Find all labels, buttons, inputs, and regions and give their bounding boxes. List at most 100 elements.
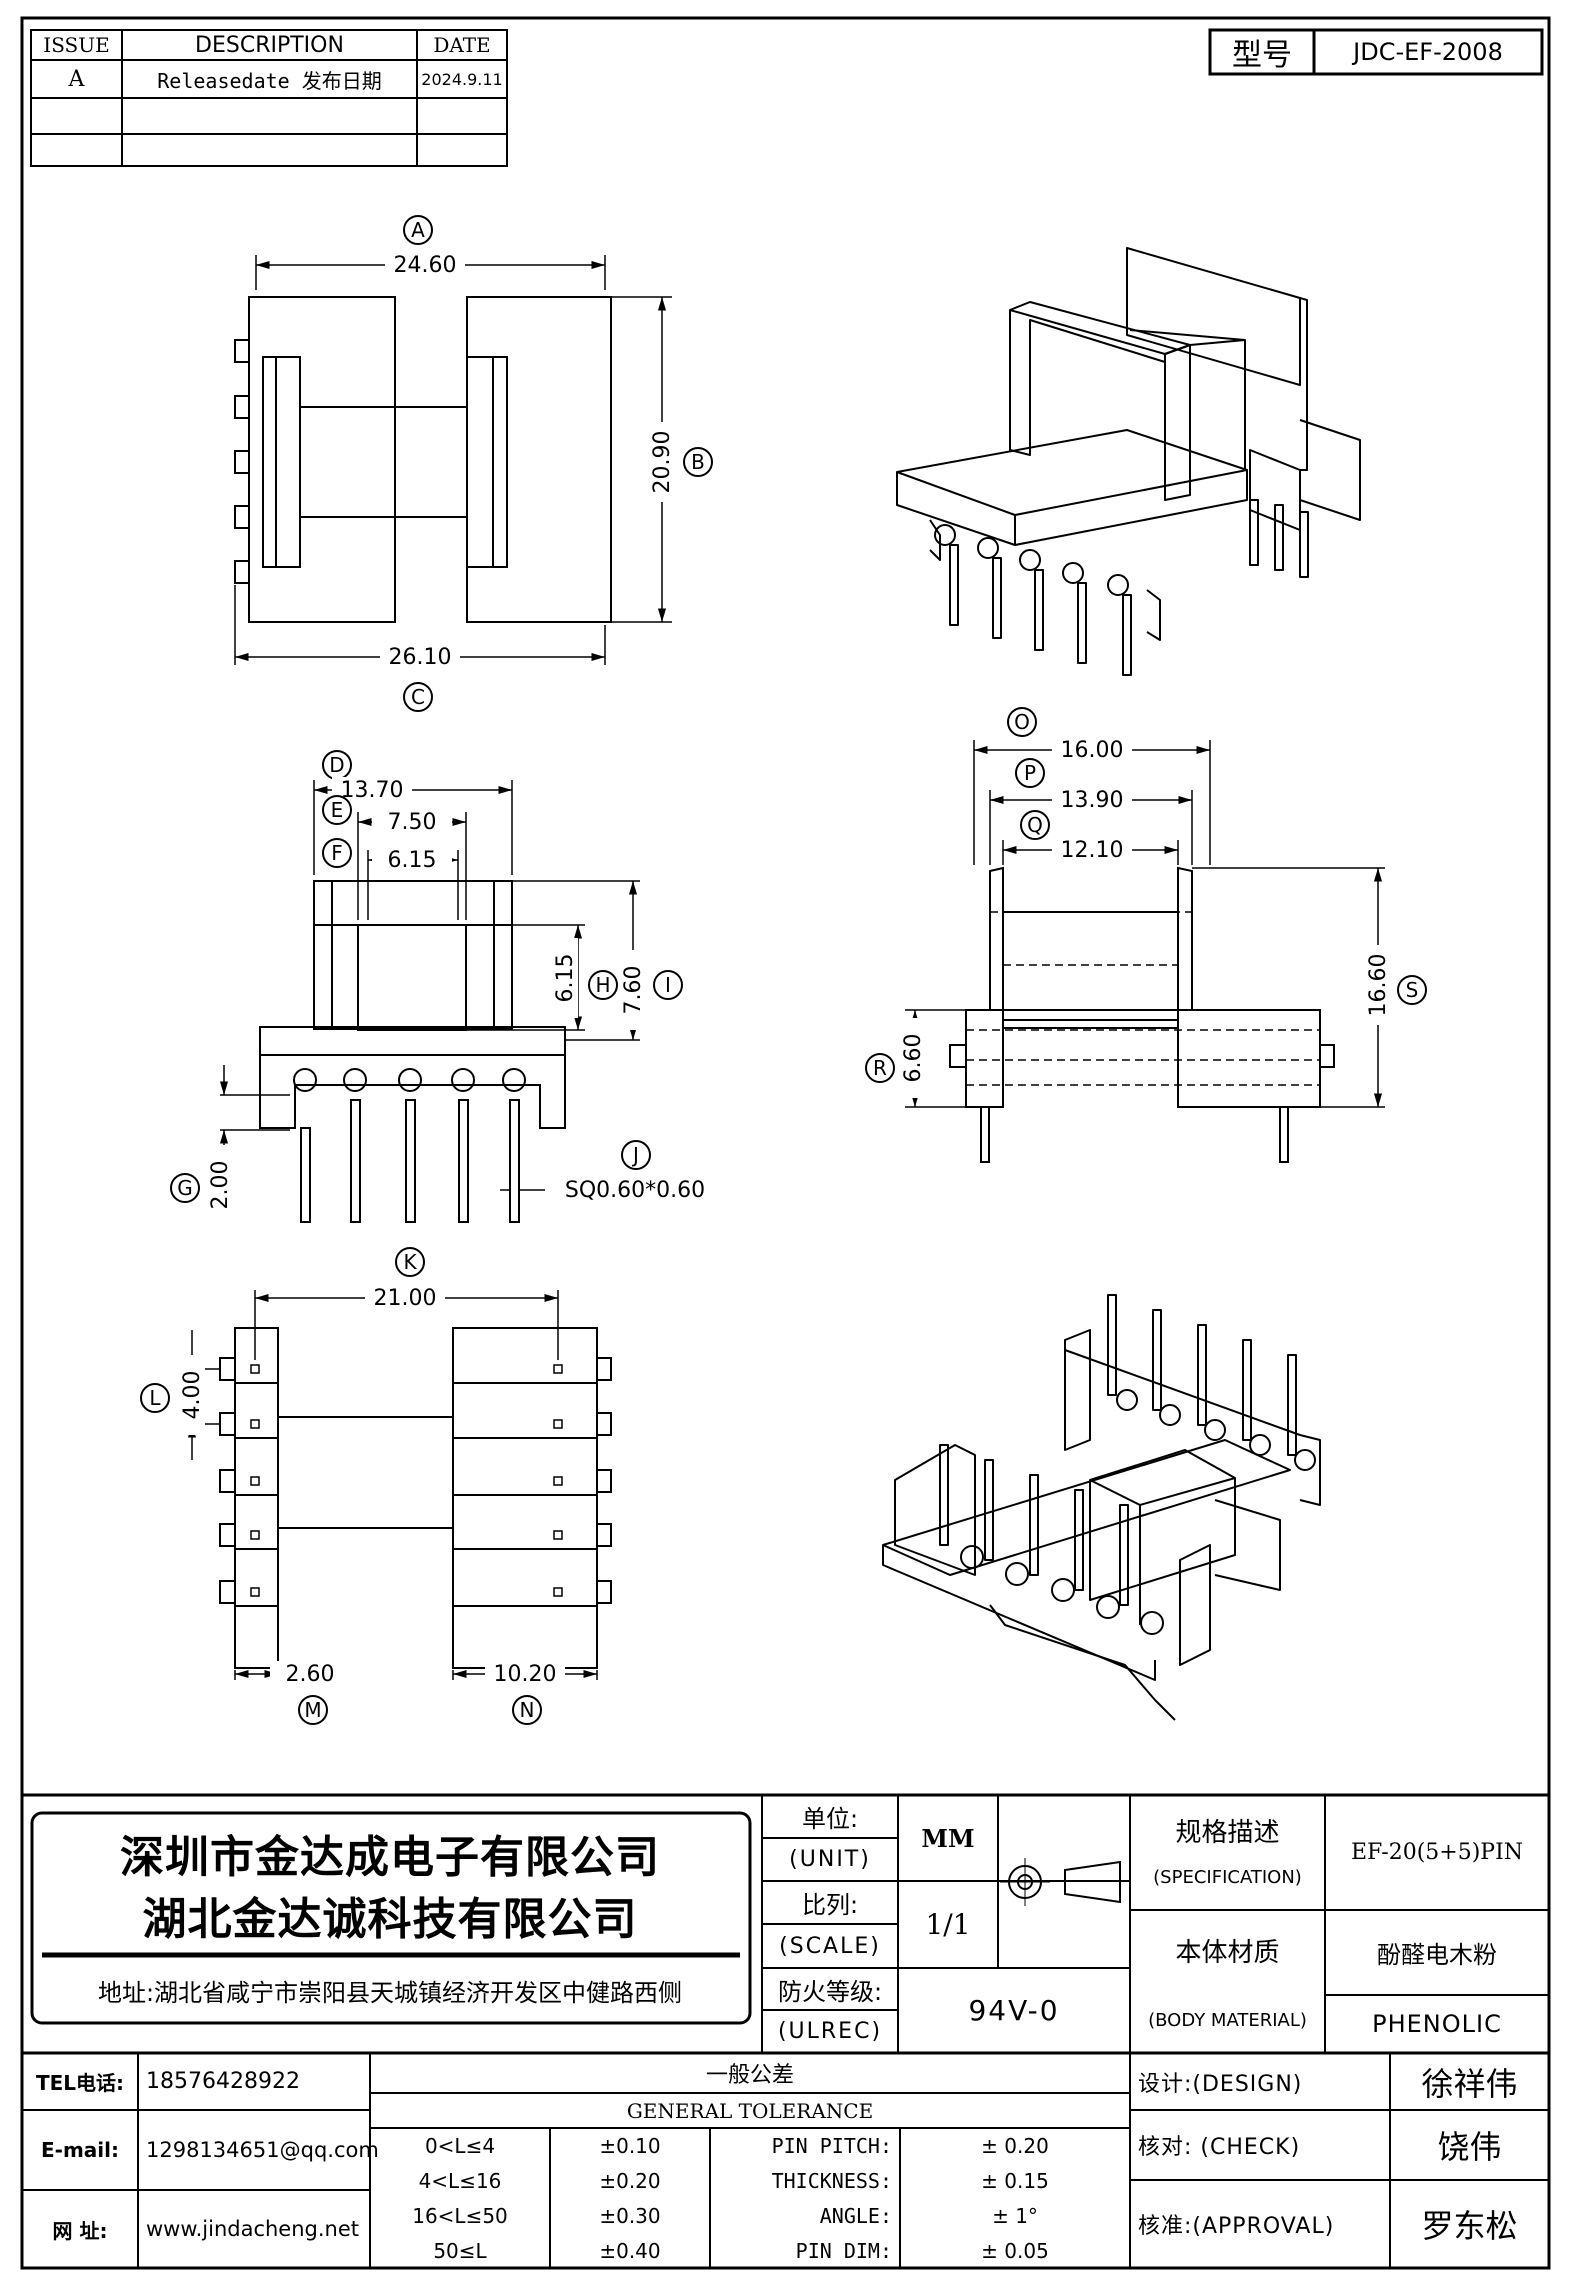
dim-tag-m: M (298, 1695, 328, 1725)
unit-label-cn: 单位: (801, 1805, 859, 1833)
dim-value-h: 6.15 (552, 938, 578, 1018)
dims-side-view (905, 740, 1385, 1108)
design-value: 徐祥伟 (1421, 2064, 1518, 2103)
dim-tag-h: H (588, 970, 618, 1000)
fire-label-en: (ULREC) (777, 2019, 883, 2044)
fire-label-cn: 防火等级: (777, 1977, 883, 2006)
email-label: E-mail: (40, 2138, 119, 2162)
dim-tag-k: K (395, 1247, 425, 1277)
tel-label: TEL电话: (35, 2071, 125, 2095)
scale-value: 1/1 (925, 1908, 971, 1941)
material-label-cn: 本体材质 (1175, 1937, 1280, 1968)
view-top (234, 296, 612, 623)
dim-value-p: 13.90 (1052, 787, 1132, 813)
dim-value-n: 10.20 (485, 1661, 565, 1687)
pin-tolerance-label: ANGLE: (819, 2203, 892, 2228)
revision-table-grid (30, 29, 508, 167)
isometric-view-bottom (882, 1294, 1321, 1721)
dim-value-m: 2.60 (270, 1661, 350, 1687)
revision-header-date: DATE (433, 33, 491, 57)
tolerance-value: ±0.20 (599, 2168, 661, 2193)
revision-header-description: DESCRIPTION (195, 32, 344, 58)
dim-value-d: 13.70 (332, 777, 412, 803)
model-box-grid (1208, 28, 1544, 76)
drawing-frame (20, 16, 1551, 2270)
dim-value-k: 21.00 (365, 1285, 445, 1311)
dims-bottom-view (185, 1290, 598, 1680)
company-name-1: 深圳市金达成电子有限公司 (120, 1832, 660, 1883)
unit-value: MM (921, 1823, 975, 1853)
dim-value-a: 24.60 (385, 252, 465, 278)
approval-value: 罗东松 (1421, 2207, 1518, 2245)
fire-value: 94V-0 (968, 1994, 1060, 2027)
unit-label-en: (UNIT) (789, 1847, 871, 1872)
dim-value-o: 16.00 (1052, 737, 1132, 763)
pin-tolerance-value: ± 0.15 (981, 2168, 1049, 2193)
pin-tolerance-value: ± 1° (992, 2203, 1038, 2228)
company-address: 地址:湖北省咸宁市崇阳县天城镇经济开发区中健路西侧 (97, 1978, 683, 2007)
dim-tag-i: I (653, 970, 683, 1000)
pin-tolerance-label: PIN DIM: (795, 2238, 892, 2263)
spec-value: EF-20(5+5)PIN (1350, 1840, 1524, 1865)
tolerance-title-en: GENERAL TOLERANCE (626, 2098, 874, 2123)
revision-row-description: Releasedate 发布日期 (157, 68, 382, 93)
dim-value-l: 4.00 (179, 1355, 205, 1435)
check-label: 核对: (CHECK) (1138, 2135, 1301, 2160)
dim-tag-l: L (140, 1383, 170, 1413)
tolerance-value: ±0.30 (599, 2203, 661, 2228)
website-value[interactable]: www.jindacheng.net (146, 2217, 360, 2241)
pin-tolerance-label: THICKNESS: (771, 2168, 892, 2193)
dim-value-s: 16.60 (1365, 945, 1391, 1025)
dim-value-g: 2.00 (207, 1145, 233, 1225)
design-label: 设计:(DESIGN) (1138, 2071, 1303, 2097)
dim-value-f: 6.15 (372, 847, 452, 873)
title-block-grid (22, 1793, 1549, 2268)
scale-label-cn: 比列: (801, 1891, 859, 1919)
dim-tag-f: F (322, 838, 352, 868)
material-value-cn: 酚醛电木粉 (1377, 1941, 1497, 1969)
dim-tag-j: J (621, 1140, 651, 1170)
dim-value-q: 12.10 (1052, 837, 1132, 863)
tolerance-title-cn: 一般公差 (705, 2063, 794, 2088)
spec-label-cn: 规格描述 (1175, 1817, 1280, 1848)
approval-label: 核准:(APPROVAL) (1138, 2214, 1335, 2239)
revision-row-issue: A (68, 66, 85, 92)
material-value-en: PHENOLIC (1372, 2010, 1502, 2038)
dim-tag-g: G (170, 1173, 200, 1203)
tolerance-value: ±0.40 (599, 2238, 661, 2263)
view-front (259, 880, 566, 1223)
dim-value-c: 26.10 (380, 644, 460, 670)
tolerance-range: 16<L≤50 (412, 2203, 508, 2228)
pin-tolerance-value: ± 0.05 (981, 2238, 1049, 2263)
revision-header-issue: ISSUE (43, 33, 110, 57)
dim-tag-d: D (322, 750, 352, 780)
isometric-view-top (896, 247, 1361, 676)
revision-row-date: 2024.9.11 (421, 69, 503, 89)
spec-label-en: (SPECIFICATION) (1153, 1867, 1302, 1888)
view-bottom (219, 1327, 612, 1669)
model-label: 型号 (1232, 38, 1292, 73)
dim-value-e: 7.50 (372, 809, 452, 835)
dim-tag-o: O (1007, 707, 1037, 737)
dim-value-i: 7.60 (620, 950, 646, 1030)
email-value[interactable]: 1298134651@qq.com (146, 2138, 379, 2162)
scale-label-en: (SCALE) (779, 1933, 881, 1959)
dim-tag-c: C (403, 682, 433, 712)
pin-tolerance-label: PIN PITCH: (771, 2133, 892, 2158)
dim-tag-q: Q (1020, 810, 1050, 840)
dim-tag-p: P (1015, 758, 1045, 788)
tolerance-range: 4<L≤16 (418, 2168, 502, 2193)
company-name-2: 湖北金达诚科技有限公司 (142, 1894, 638, 1945)
dim-value-b: 20.90 (649, 422, 675, 502)
dim-tag-a: A (403, 215, 433, 245)
model-value: JDC-EF-2008 (1353, 38, 1503, 66)
tel-value: 18576428922 (146, 2069, 300, 2094)
dim-value-r: 6.60 (900, 1018, 926, 1098)
dim-tag-n: N (512, 1695, 542, 1725)
dim-tag-s: S (1397, 975, 1427, 1005)
tolerance-value: ±0.10 (599, 2133, 661, 2158)
pin-tolerance-value: ± 0.20 (981, 2133, 1049, 2158)
dim-tag-r: R (865, 1053, 895, 1083)
dim-tag-b: B (683, 447, 713, 477)
website-label: 网 址: (52, 2218, 108, 2243)
